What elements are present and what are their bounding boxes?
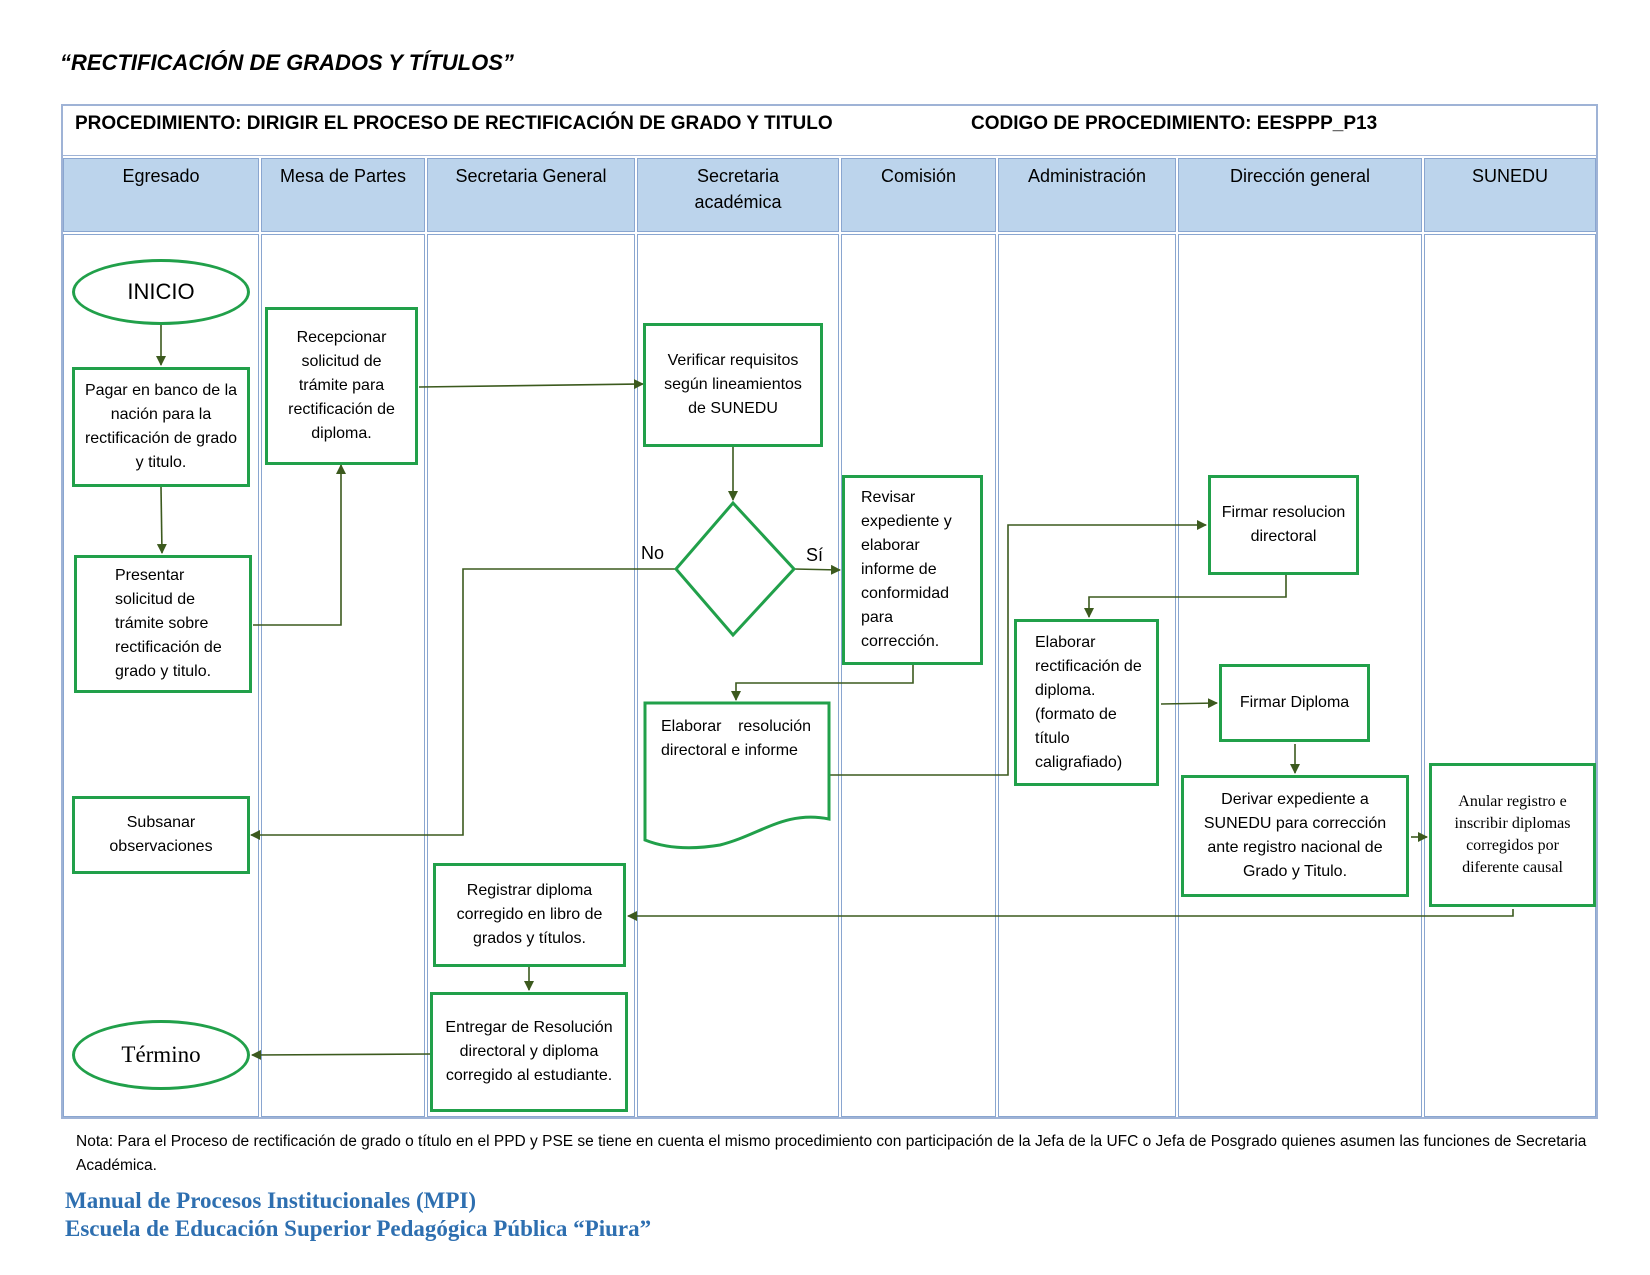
arrow-entregar-termino (251, 1049, 432, 1060)
elaborar-rectificacion-box: Elaborar rectificación de diploma. (form… (1014, 619, 1159, 786)
presentar-box: Presentar solicitud de trámite sobre rec… (74, 555, 252, 693)
document-shape (643, 701, 831, 850)
derivar-box: Derivar expediente a SUNEDU para correcc… (1181, 775, 1409, 897)
lane-comision (841, 234, 996, 1117)
arrow-decision-no-subsanar (250, 568, 676, 840)
footer-manual: Manual de Procesos Institucionales (MPI) (65, 1188, 477, 1213)
arrow-pagar-presentar (156, 486, 167, 554)
arrow-elaborar-rectificacion-firmar-diploma (1160, 698, 1218, 709)
verificar-box: Verificar requisitos según lineamientos … (643, 323, 823, 447)
arrow-revisar-elaborar-resolucion (731, 665, 914, 701)
revisar-box: Revisar expediente y elaborar informe de… (842, 475, 983, 665)
document-title: “RECTIFICACIÓN DE GRADOS Y TÍTULOS” (60, 50, 514, 75)
arrow-anular-registrar (627, 909, 1514, 921)
anular-box: Anular registro e inscribir diplomas cor… (1429, 763, 1596, 907)
lane-secretaria-general (427, 234, 635, 1117)
inicio-oval: INICIO (72, 259, 250, 325)
firmar-resolucion-box: Firmar resolucion directoral (1208, 475, 1359, 575)
subsanar-box: Subsanar observaciones (72, 796, 250, 874)
elaborar-resolucion-text: Elaborar resolución directoral e informe (661, 718, 811, 759)
arrow-decision-si-revisar (793, 564, 841, 575)
firmar-diploma-box: Firmar Diploma (1219, 664, 1370, 742)
decision-diamond (674, 500, 797, 638)
lane-header-mesa-de-partes: Mesa de Partes (261, 158, 425, 232)
lane-header-comision: Comisión (841, 158, 996, 232)
pagar-box: Pagar en banco de la nación para la rect… (72, 367, 250, 487)
arrow-elaborar-resolucion-firmar-resolucion (829, 520, 1207, 776)
arrow-firmar-resolucion-elaborar-rectificacion (1084, 575, 1287, 618)
lane-header-secretaria-academica: Secretaria académica (637, 158, 839, 232)
registrar-box: Registrar diploma corregido en libro de … (433, 863, 626, 967)
procedure-code: CODIGO DE PROCEDIMIENTO: EESPPP_P13 (971, 113, 1378, 134)
procedure-header: PROCEDIMIENTO: DIRIGIR EL PROCESO DE REC… (61, 104, 1598, 156)
lane-header-sunedu: SUNEDU (1424, 158, 1596, 232)
entregar-box: Entregar de Resolución directoral y dipl… (430, 992, 628, 1112)
lane-sunedu (1424, 234, 1596, 1117)
lane-header-direccion-general: Dirección general (1178, 158, 1422, 232)
procedure-name: PROCEDIMIENTO: DIRIGIR EL PROCESO DE REC… (75, 113, 833, 134)
note-text: Nota: Para el Proceso de rectificación d… (76, 1133, 1587, 1174)
decision-no-label: No (641, 543, 665, 563)
lane-header-administracion: Administración (998, 158, 1176, 232)
recepcionar-box: Recepcionar solicitud de trámite para re… (265, 307, 418, 465)
lane-header-egresado: Egresado (63, 158, 259, 232)
arrow-recepcionar-verificar (418, 379, 644, 390)
footer-school: Escuela de Educación Superior Pedagógica… (65, 1216, 652, 1241)
arrow-presentar-recepcionar (253, 464, 346, 626)
termino-oval: Término (72, 1020, 250, 1090)
decision-si-label: Sí (806, 545, 824, 565)
lane-header-secretaria-general: Secretaria General (427, 158, 635, 232)
